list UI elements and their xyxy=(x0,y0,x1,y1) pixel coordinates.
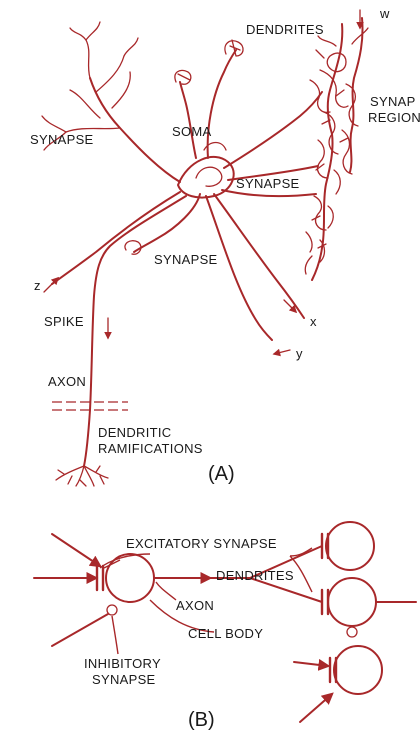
label-synaptic-region-2: REGION xyxy=(368,110,420,125)
synaptic-region xyxy=(305,18,368,280)
label-axon-b: AXON xyxy=(176,598,214,613)
label-synapse-right: SYNAPSE xyxy=(236,176,300,191)
label-dendritic-2: RAMIFICATIONS xyxy=(98,441,203,456)
caption-b: (B) xyxy=(188,709,215,731)
label-synapse-left: SYNAPSE xyxy=(30,132,94,147)
label-input-z: z xyxy=(34,278,41,293)
caption-a: (A) xyxy=(208,463,235,485)
target-neuron-upper xyxy=(326,522,374,570)
dendrite-top xyxy=(175,40,243,158)
label-cell-body: CELL BODY xyxy=(188,626,263,641)
label-synapse-lower: SYNAPSE xyxy=(154,252,218,267)
label-input-w: w xyxy=(379,6,390,21)
dendrite-to-y xyxy=(206,196,272,340)
soma-body xyxy=(178,143,234,198)
dendrite-tree-upper-left xyxy=(42,22,180,182)
dendrite-to-z xyxy=(52,192,180,284)
label-spike: SPIKE xyxy=(44,314,84,329)
label-excitatory-synapse: EXCITATORY SYNAPSE xyxy=(126,536,277,551)
label-input-y: y xyxy=(296,346,303,361)
target-neuron-lower xyxy=(334,646,382,694)
label-inhibitory-1: INHIBITORY xyxy=(84,656,161,671)
label-soma: SOMA xyxy=(172,124,212,139)
dendritic-ramifications xyxy=(56,466,108,486)
label-dendritic-1: DENDRITIC xyxy=(98,425,171,440)
panel-b xyxy=(34,522,416,722)
input-axon-top xyxy=(52,534,100,566)
label-axon-a: AXON xyxy=(48,374,86,389)
label-dendrites-b: DENDRITES xyxy=(216,568,294,583)
panel-a xyxy=(42,10,368,486)
target-neuron-middle xyxy=(328,578,376,626)
label-input-x: x xyxy=(310,314,317,329)
inhibitory-input-axon xyxy=(52,614,108,646)
label-synaptic-region-1: SYNAP xyxy=(370,94,416,109)
label-dendrites-a: DENDRITES xyxy=(246,22,324,37)
inhibitory-knob-lower xyxy=(347,627,357,637)
label-inhibitory-2: SYNAPSE xyxy=(92,672,156,687)
